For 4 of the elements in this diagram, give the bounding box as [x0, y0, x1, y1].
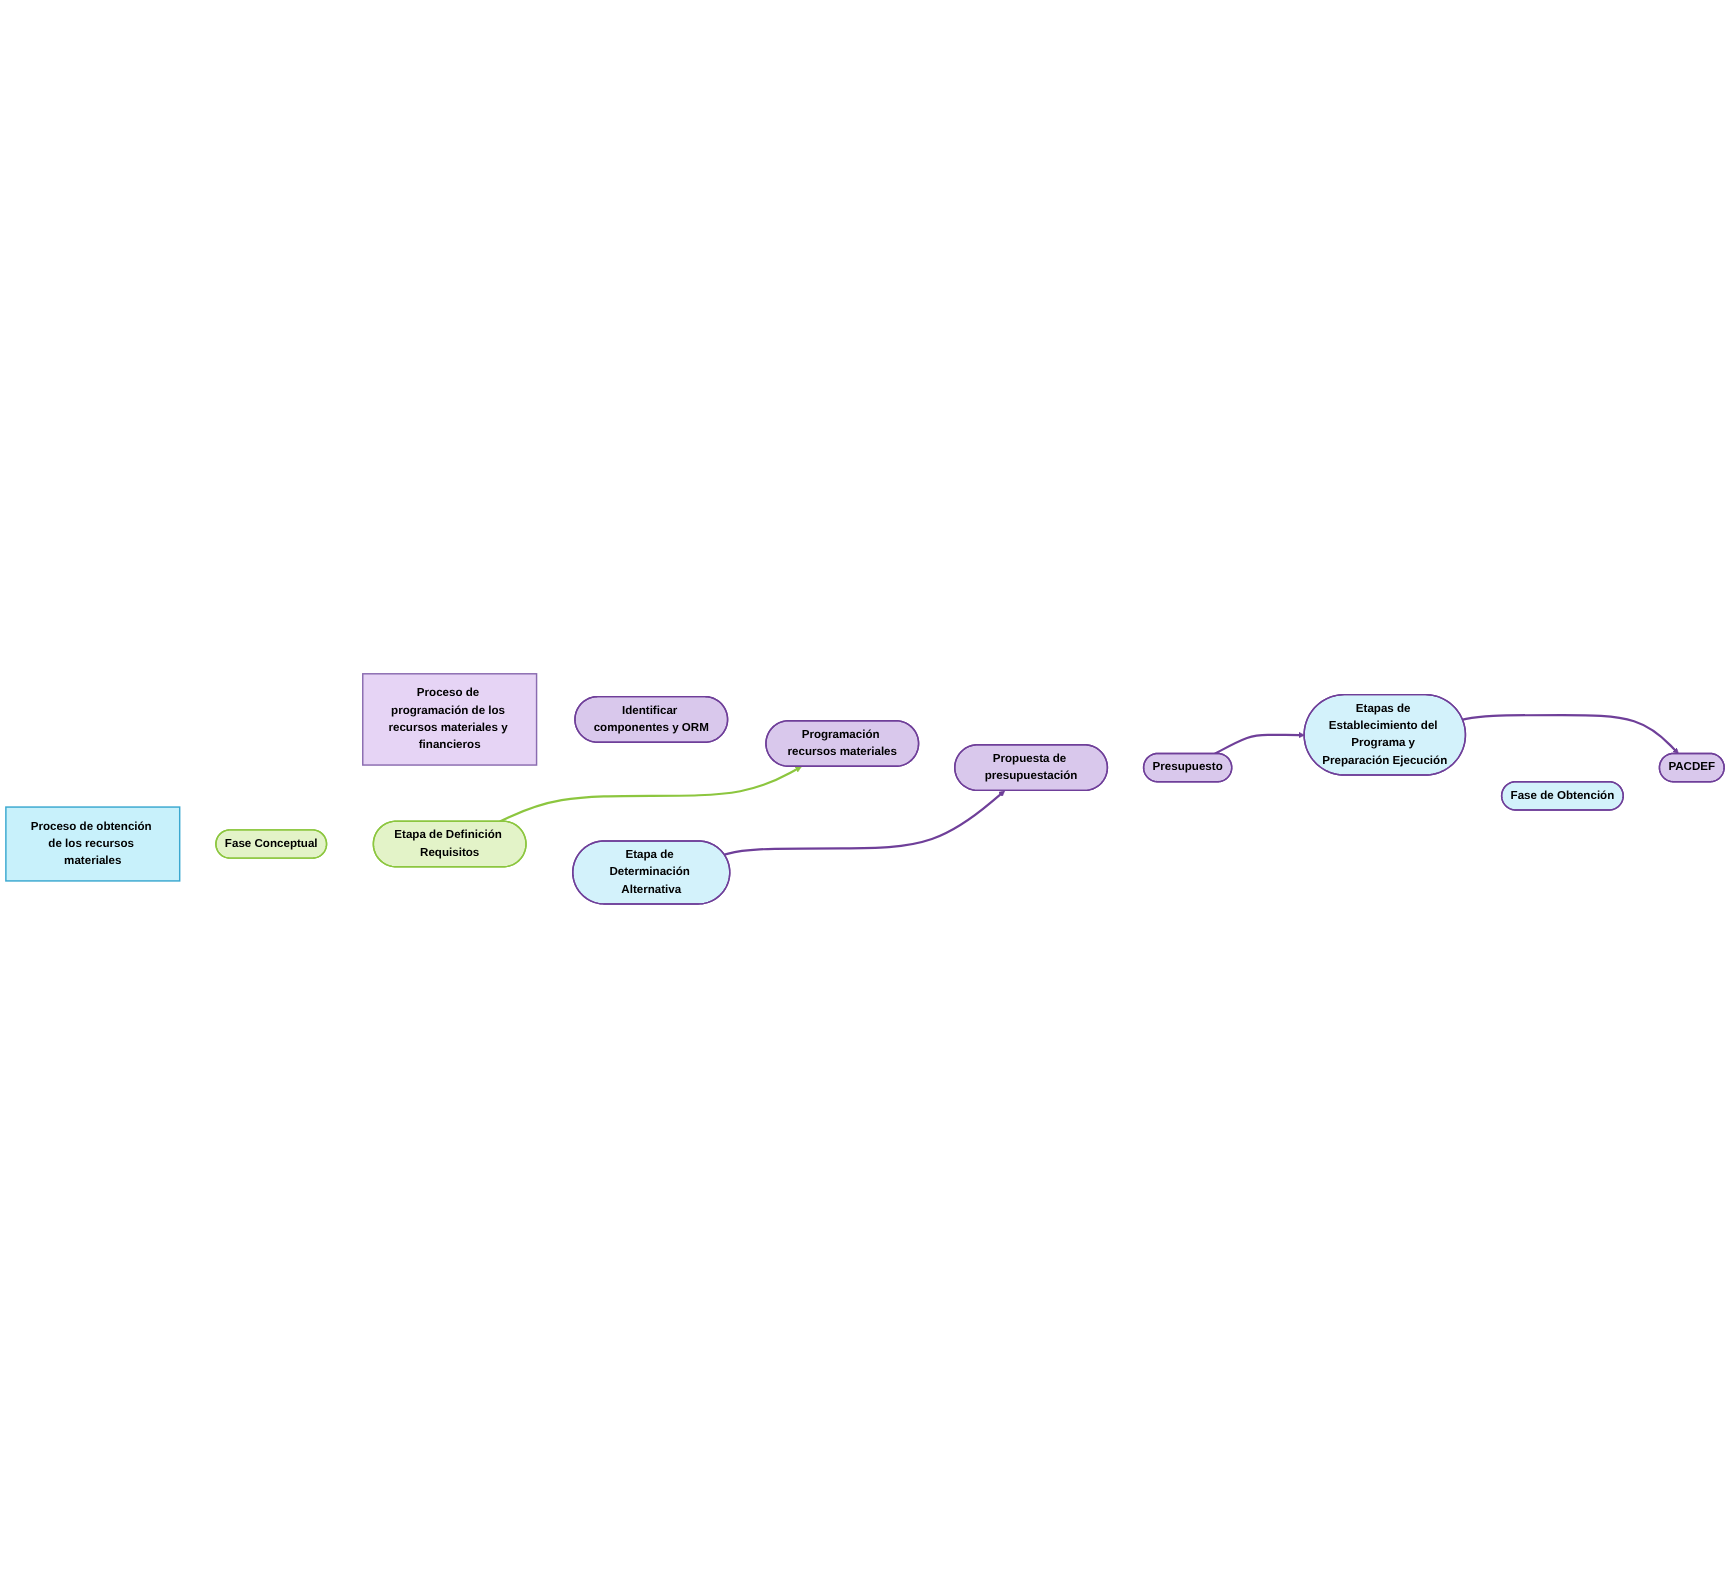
arrow	[724, 790, 1006, 856]
arrow	[1214, 732, 1305, 755]
arrow	[1462, 714, 1679, 755]
arrow	[499, 766, 802, 823]
